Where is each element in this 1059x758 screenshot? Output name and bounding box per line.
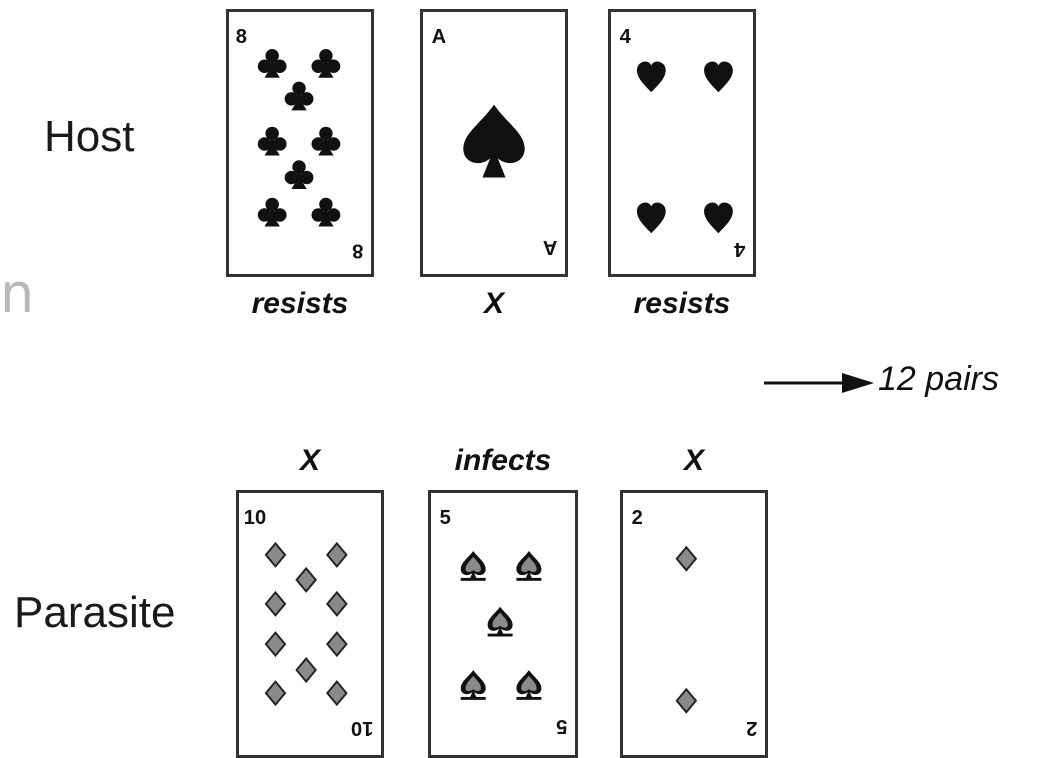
club-icon	[311, 197, 341, 227]
host-outcome-1: resists	[251, 287, 349, 320]
heart-icon	[704, 61, 733, 93]
parasite-card-3-rank-inverted: 2	[746, 717, 757, 739]
host-card-3-rank-inverted: 4	[733, 238, 745, 260]
club-icon	[311, 48, 341, 78]
parasite-card-2: 5 5	[428, 490, 578, 758]
spade-icon	[460, 670, 486, 700]
host-card-2-rank-inverted: A	[543, 236, 558, 258]
host-card-2: A A	[420, 9, 568, 277]
spade-icon	[516, 551, 542, 581]
parasite-label: Parasite	[14, 588, 176, 637]
pairs-label: 12 pairs	[878, 360, 999, 398]
club-icon	[311, 126, 341, 156]
pairs-arrow: 12 pairs	[762, 360, 1052, 410]
parasite-card-3-face: 2 2	[632, 507, 758, 739]
diamond-icon	[675, 688, 697, 714]
diamond-icon	[675, 546, 697, 572]
heart-icon	[636, 202, 666, 234]
stray-letter: n	[0, 262, 35, 325]
host-card-3-rank: 4	[620, 26, 632, 48]
parasite-outcome-2: infects	[454, 444, 552, 477]
parasite-card-3: 2 2	[620, 490, 768, 758]
heart-icon	[704, 202, 733, 234]
spade-icon	[463, 104, 525, 178]
arrow-icon	[764, 373, 874, 393]
diamond-icon	[326, 591, 348, 617]
diamond-icon	[326, 542, 348, 568]
diamond-icon	[295, 567, 317, 593]
heart-icon	[636, 61, 666, 93]
parasite-card-1-face: 10 10	[244, 507, 374, 739]
host-card-1-rank: 8	[236, 26, 247, 48]
host-card-1: 8 8	[226, 9, 374, 277]
host-label: Host	[44, 112, 135, 161]
diamond-icon	[326, 680, 348, 706]
parasite-card-1: 10 10	[236, 490, 384, 758]
host-card-3: 4 4	[608, 9, 756, 277]
club-icon	[257, 126, 287, 156]
club-icon	[257, 48, 287, 78]
spade-icon	[460, 551, 486, 581]
diamond-icon	[295, 657, 317, 683]
parasite-card-1-rank: 10	[244, 507, 266, 529]
spade-icon	[516, 670, 542, 700]
diamond-icon	[264, 591, 287, 617]
host-card-1-rank-inverted: 8	[352, 240, 363, 262]
host-card-1-face: 8 8	[236, 26, 364, 262]
club-icon	[257, 197, 287, 227]
parasite-card-3-rank: 2	[632, 507, 643, 529]
parasite-card-1-rank-inverted: 10	[351, 717, 373, 739]
diamond-icon	[264, 680, 287, 706]
parasite-card-2-face: 5 5	[440, 507, 568, 737]
club-icon	[284, 81, 314, 111]
host-outcome-2: X	[483, 287, 504, 320]
host-card-3-face: 4 4	[620, 26, 746, 260]
host-card-2-face: A A	[432, 26, 558, 258]
diamond-pips	[264, 542, 348, 706]
parasite-card-2-rank: 5	[440, 507, 451, 529]
spade-icon	[487, 606, 513, 637]
host-outcome-3: resists	[633, 287, 731, 320]
club-pips	[257, 48, 341, 227]
diamond-icon	[264, 631, 287, 657]
club-icon	[284, 160, 314, 190]
diamond-icon	[326, 631, 348, 657]
parasite-outcome-1: X	[299, 444, 320, 477]
parasite-outcome-3: X	[683, 444, 704, 477]
parasite-card-2-rank-inverted: 5	[556, 715, 567, 737]
host-card-2-rank: A	[432, 26, 447, 48]
diamond-icon	[264, 542, 287, 568]
